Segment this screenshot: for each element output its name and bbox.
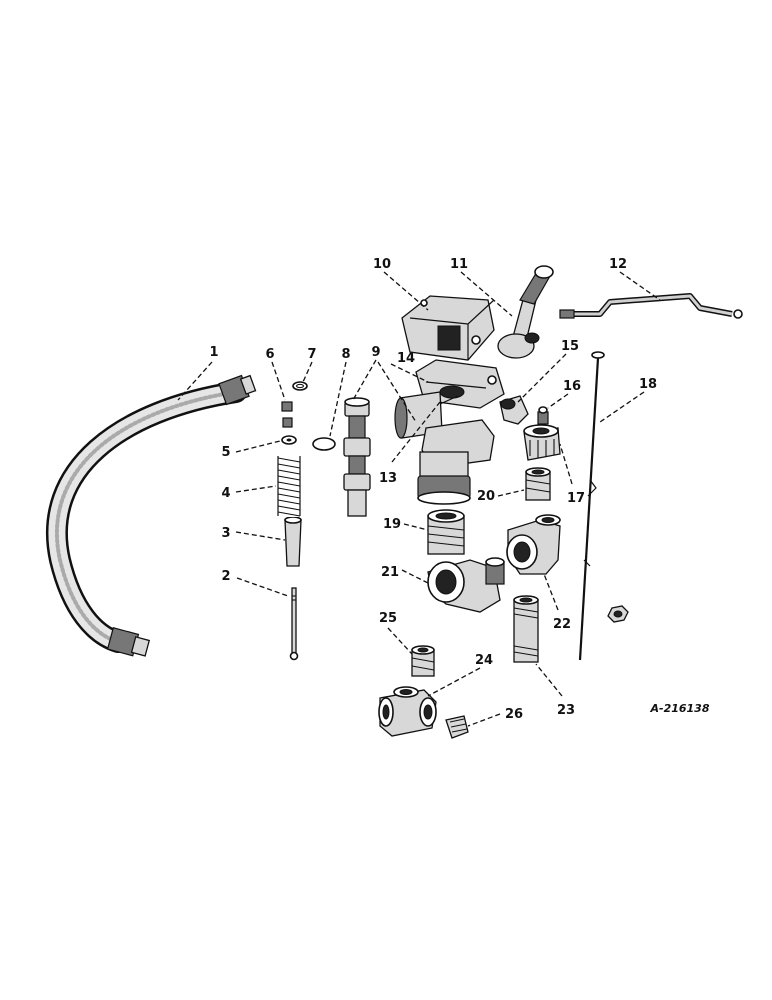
dipstick-drawing xyxy=(578,351,605,661)
elbow-fitting-drawing xyxy=(427,557,505,613)
callout-20: 20 xyxy=(477,489,495,504)
callout-14: 14 xyxy=(397,351,415,366)
callout-24: 24 xyxy=(475,653,493,668)
bushing-drawing xyxy=(411,645,435,677)
callout-5: 5 xyxy=(221,445,230,460)
link-rod-drawing xyxy=(559,293,743,319)
callout-16: 16 xyxy=(563,379,581,394)
callout-12: 12 xyxy=(609,257,627,272)
callout-2: 2 xyxy=(221,569,230,584)
callout-3: 3 xyxy=(221,526,230,541)
ring-drawing xyxy=(292,381,308,391)
valve-spool-drawing xyxy=(343,397,371,517)
nipple-short-drawing xyxy=(525,467,551,501)
callout-25: 25 xyxy=(379,611,397,626)
callout-11: 11 xyxy=(450,257,468,272)
callout-15: 15 xyxy=(561,339,579,354)
lever-drawing xyxy=(497,265,554,359)
callout-26: 26 xyxy=(505,707,523,722)
cover-drawing xyxy=(401,295,495,361)
callout-10: 10 xyxy=(373,257,391,272)
rod-drawing xyxy=(289,587,299,661)
washer-drawing xyxy=(281,435,297,445)
valve-body-drawing xyxy=(394,391,495,505)
plunger-drawing xyxy=(284,516,302,567)
callout-numbers: 1 2 3 4 5 6 7 8 9 10 11 12 13 14 15 16 1… xyxy=(209,257,657,722)
nut-drawing xyxy=(607,605,629,623)
leader-lines xyxy=(177,271,661,727)
spring-drawing xyxy=(277,455,301,517)
callout-1: 1 xyxy=(209,345,218,360)
callout-8: 8 xyxy=(341,347,350,362)
gasket-drawing xyxy=(312,437,336,451)
tee-drawing xyxy=(506,514,561,575)
elbow-drawing xyxy=(499,395,529,425)
tee-small-drawing xyxy=(378,686,437,737)
callout-18: 18 xyxy=(639,377,657,392)
fitting-drawing xyxy=(537,406,549,425)
cap-drawing xyxy=(523,424,561,461)
pipe-nipple-drawing xyxy=(513,595,539,663)
callout-7: 7 xyxy=(307,347,316,362)
callout-17: 17 xyxy=(567,491,585,506)
callout-21: 21 xyxy=(381,565,399,580)
callout-4: 4 xyxy=(221,486,230,501)
callout-19: 19 xyxy=(383,517,401,532)
callout-23: 23 xyxy=(557,703,575,718)
callout-9: 9 xyxy=(371,345,380,360)
nipple-drawing xyxy=(427,509,465,555)
plug-drawing xyxy=(445,715,469,739)
retainer-drawing xyxy=(281,401,293,428)
callout-13: 13 xyxy=(379,471,397,486)
hose-assembly-drawing xyxy=(45,374,257,657)
callout-6: 6 xyxy=(265,347,274,362)
reference-code: A-216138 xyxy=(649,702,709,715)
callout-22: 22 xyxy=(553,617,571,632)
